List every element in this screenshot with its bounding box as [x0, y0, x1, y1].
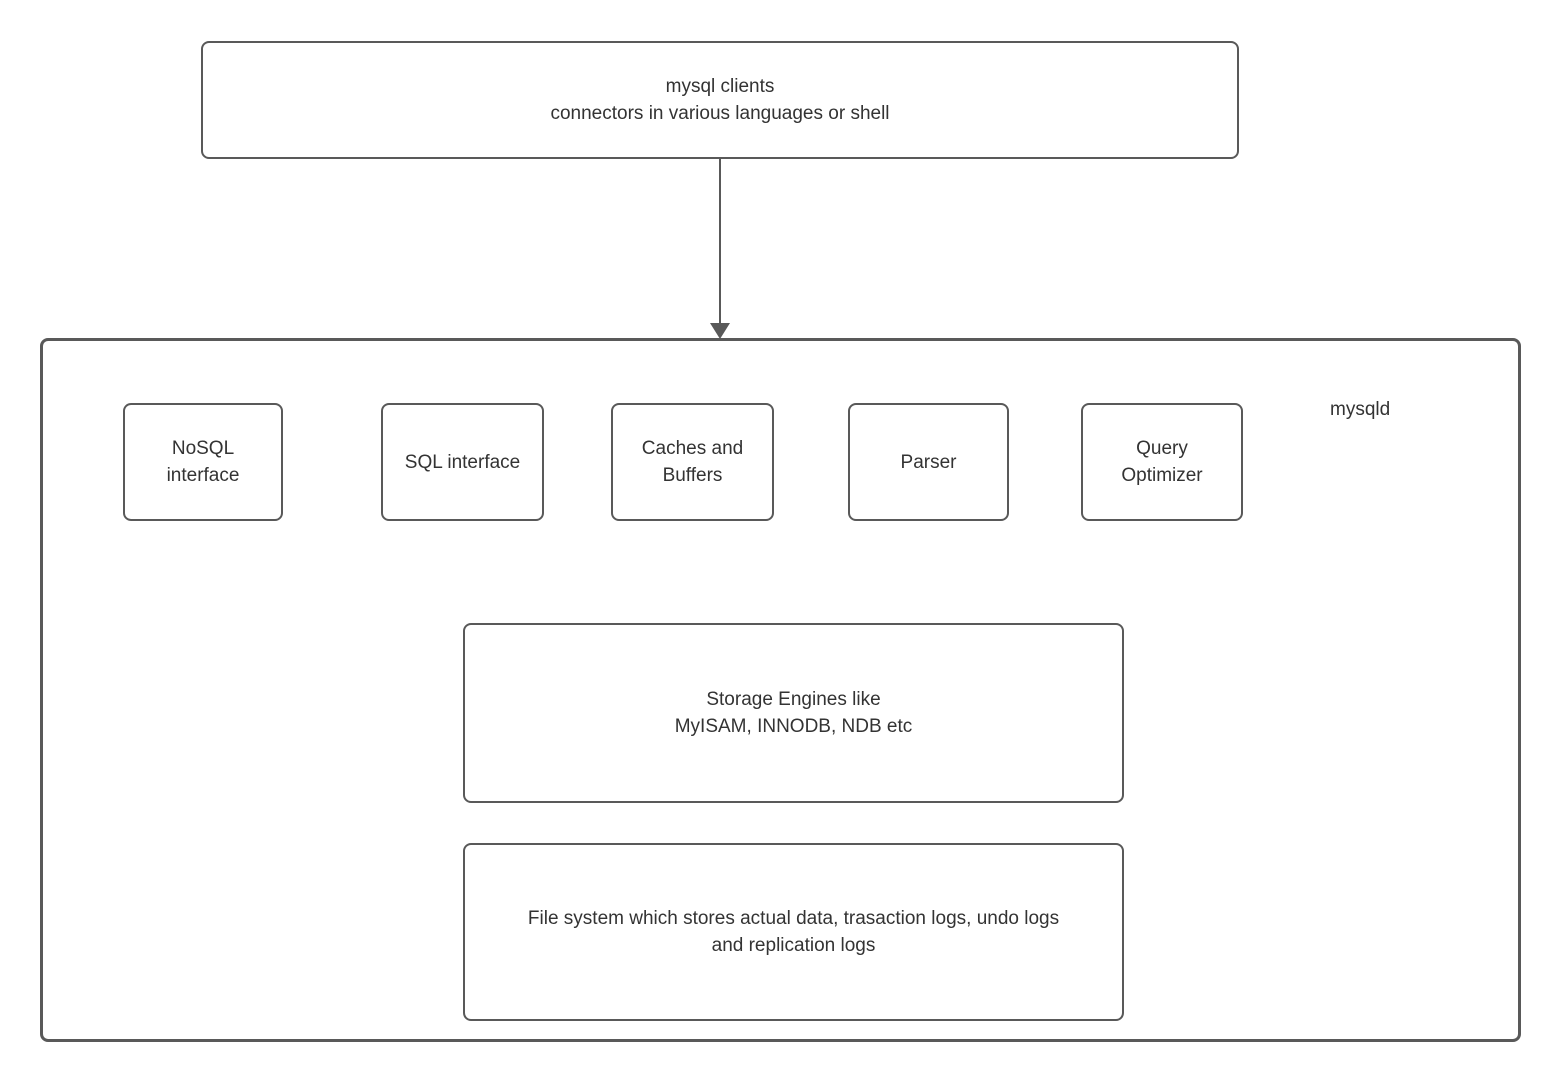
query-optimizer-label: Query Optimizer — [1121, 438, 1203, 486]
sql-interface-label: SQL interface — [404, 451, 521, 473]
storage-engines-box: Storage Engines like MyISAM, INNODB, NDB… — [463, 623, 1124, 803]
mysqld-container-box: mysqld NoSQL interface SQL interface Cac… — [40, 338, 1521, 1042]
file-system-box: File system which stores actual data, tr… — [463, 843, 1124, 1021]
arrow-down-icon — [710, 323, 730, 339]
component-box-parser: Parser — [848, 403, 1009, 521]
file-system-label: File system which stores actual data, tr… — [527, 908, 1060, 956]
mysql-clients-box: mysql clients connectors in various lang… — [201, 41, 1239, 159]
clients-to-mysqld-arrow-line — [719, 159, 721, 325]
component-box-query-optimizer: Query Optimizer — [1081, 403, 1243, 521]
component-box-nosql-interface: NoSQL interface — [123, 403, 283, 521]
mysqld-label: mysqld — [1330, 399, 1391, 420]
parser-label: Parser — [900, 451, 957, 473]
storage-engines-label: Storage Engines like MyISAM, INNODB, NDB… — [674, 689, 913, 737]
component-box-sql-interface: SQL interface — [381, 403, 544, 521]
nosql-interface-label: NoSQL interface — [166, 438, 240, 486]
component-box-caches-and-buffers: Caches and Buffers — [611, 403, 774, 521]
mysql-clients-label: mysql clients connectors in various lang… — [550, 76, 890, 124]
caches-and-buffers-label: Caches and Buffers — [641, 438, 744, 486]
